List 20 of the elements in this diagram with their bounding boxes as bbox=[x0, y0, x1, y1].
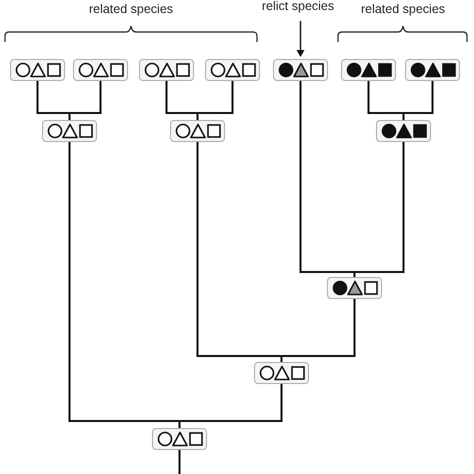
tree-branch bbox=[280, 299, 356, 362]
taxon-box bbox=[170, 120, 225, 142]
species-label: relict species bbox=[262, 0, 334, 14]
group-label: related species bbox=[88, 1, 174, 17]
group-label: related species bbox=[360, 1, 446, 17]
taxon-box bbox=[42, 120, 97, 142]
taxon-box bbox=[10, 59, 65, 81]
taxon-box bbox=[341, 59, 396, 81]
taxon-box bbox=[327, 277, 382, 299]
taxon-box bbox=[254, 362, 309, 384]
arrow bbox=[296, 21, 304, 57]
taxon-box bbox=[405, 59, 460, 81]
taxon-box bbox=[152, 428, 207, 450]
taxon-box bbox=[139, 59, 194, 81]
tree-branch bbox=[178, 450, 180, 474]
taxon-box bbox=[73, 59, 128, 81]
taxon-box bbox=[376, 120, 431, 142]
taxon-box bbox=[273, 59, 328, 81]
taxon-box bbox=[205, 59, 260, 81]
tree-branch bbox=[178, 384, 282, 428]
